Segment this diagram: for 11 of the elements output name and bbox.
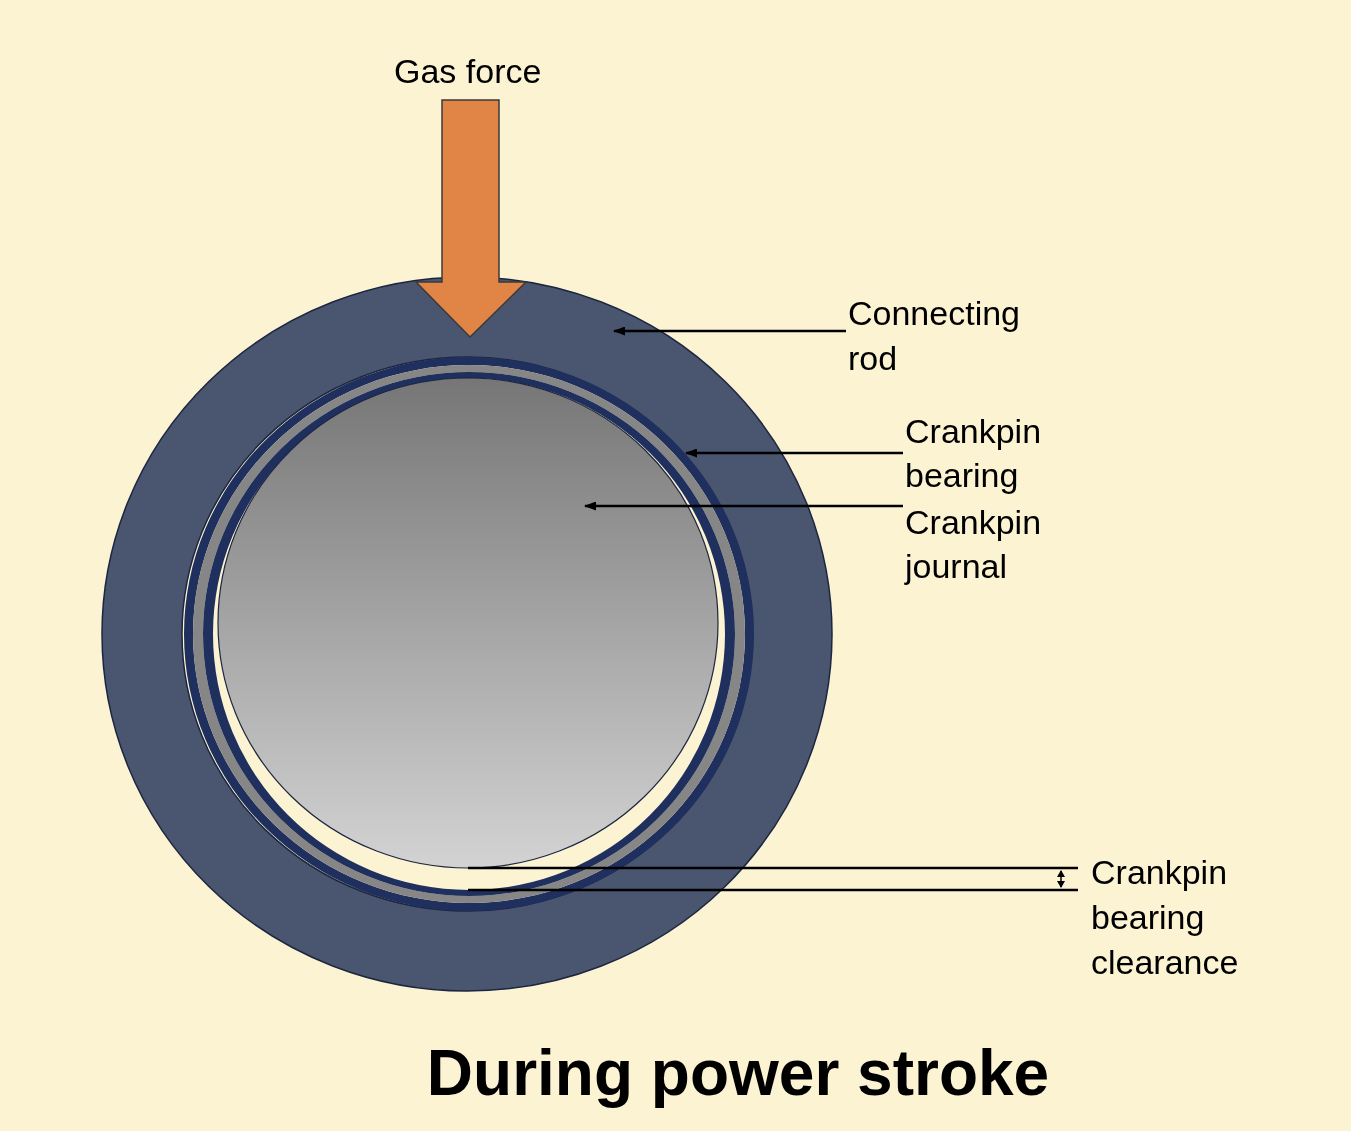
leader-line xyxy=(685,448,903,458)
dimension-label: Crankpin bearing clearance xyxy=(1091,852,1240,983)
force-label: Gas force xyxy=(394,51,543,92)
part-label: Crankpin journal xyxy=(905,500,1080,588)
caption-text: During power stroke xyxy=(426,1036,1050,1111)
leader-line xyxy=(584,501,903,511)
part-label: Connecting rod xyxy=(848,291,1033,381)
part-label: Crankpin bearing xyxy=(905,409,1080,497)
crankpin-journal xyxy=(217,377,719,869)
connecting-rod xyxy=(101,276,833,992)
leader-line xyxy=(613,326,846,336)
